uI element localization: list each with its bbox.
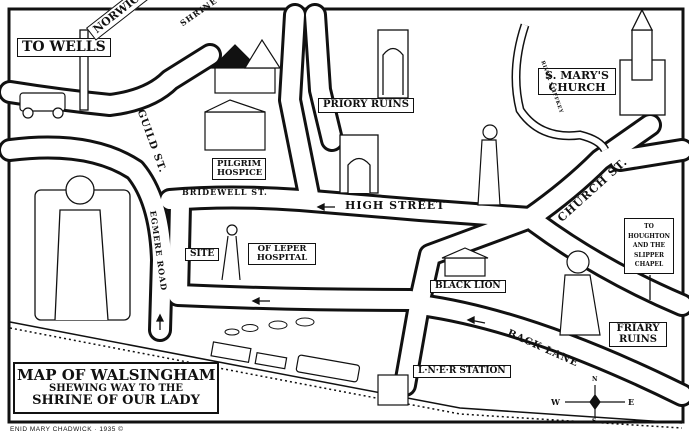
train-icon [210,341,361,383]
to-wells-sign: TO WELLS [17,38,111,57]
st-marys-church-icon [619,8,666,116]
compass-n: N [592,376,598,383]
black-lion-label: BLACK LION [430,280,506,294]
pilgrim-hospice-label: PILGRIM HOSPICE [212,158,266,180]
compass-s: S [592,418,597,425]
artist-credit: ENID MARY CHADWICK · 1935 © [10,426,124,433]
leper-figure-icon [221,224,241,281]
leper-site-label: SITE [185,248,220,262]
map-subtitle: SHEWING WAY TO THE [49,382,183,394]
houghton-slipper-chapel-sign: TO HOUGHTON AND THE SLIPPER CHAPEL [624,218,674,274]
car-icon [19,92,66,119]
smoke-icon [224,317,315,336]
priory-ruins-label: PRIORY RUINS [318,98,414,113]
friar-figure-icon [559,250,601,336]
compass-w: W [551,397,560,407]
leper-hospital-label: OF LEPER HOSPITAL [248,243,316,265]
map-title: MAP OF WALSINGHAM [17,366,216,384]
compass-e: E [628,397,635,407]
priory-ruins-icon [339,29,409,194]
map-border [7,7,685,424]
map-subtitle-shrine: SHRINE OF OUR LADY [32,393,200,409]
signpost-icon [79,29,89,111]
shrine-building-icon [210,38,282,94]
monk-figure-icon [477,124,501,206]
friary-ruins-label: FRIARY RUINS [609,322,667,347]
map-title-box: MAP OF WALSINGHAM SHEWING WAY TO THE SHR… [13,362,219,414]
madonna-figure-icon [34,175,131,321]
high-street-label: HIGH STREET [345,199,446,212]
st-marys-church-label: S. MARY'S CHURCH [538,68,616,96]
railway [9,321,683,429]
station-shed-icon [377,374,409,406]
direction-arrows [155,202,486,330]
compass-rose-icon [565,385,625,418]
pilgrim-hospice-building-icon [204,99,266,151]
station-label: L·N·E·R STATION [413,365,511,379]
black-lion-inn-icon [441,247,489,277]
bridewell-street-label: BRIDEWELL ST. [182,187,268,197]
